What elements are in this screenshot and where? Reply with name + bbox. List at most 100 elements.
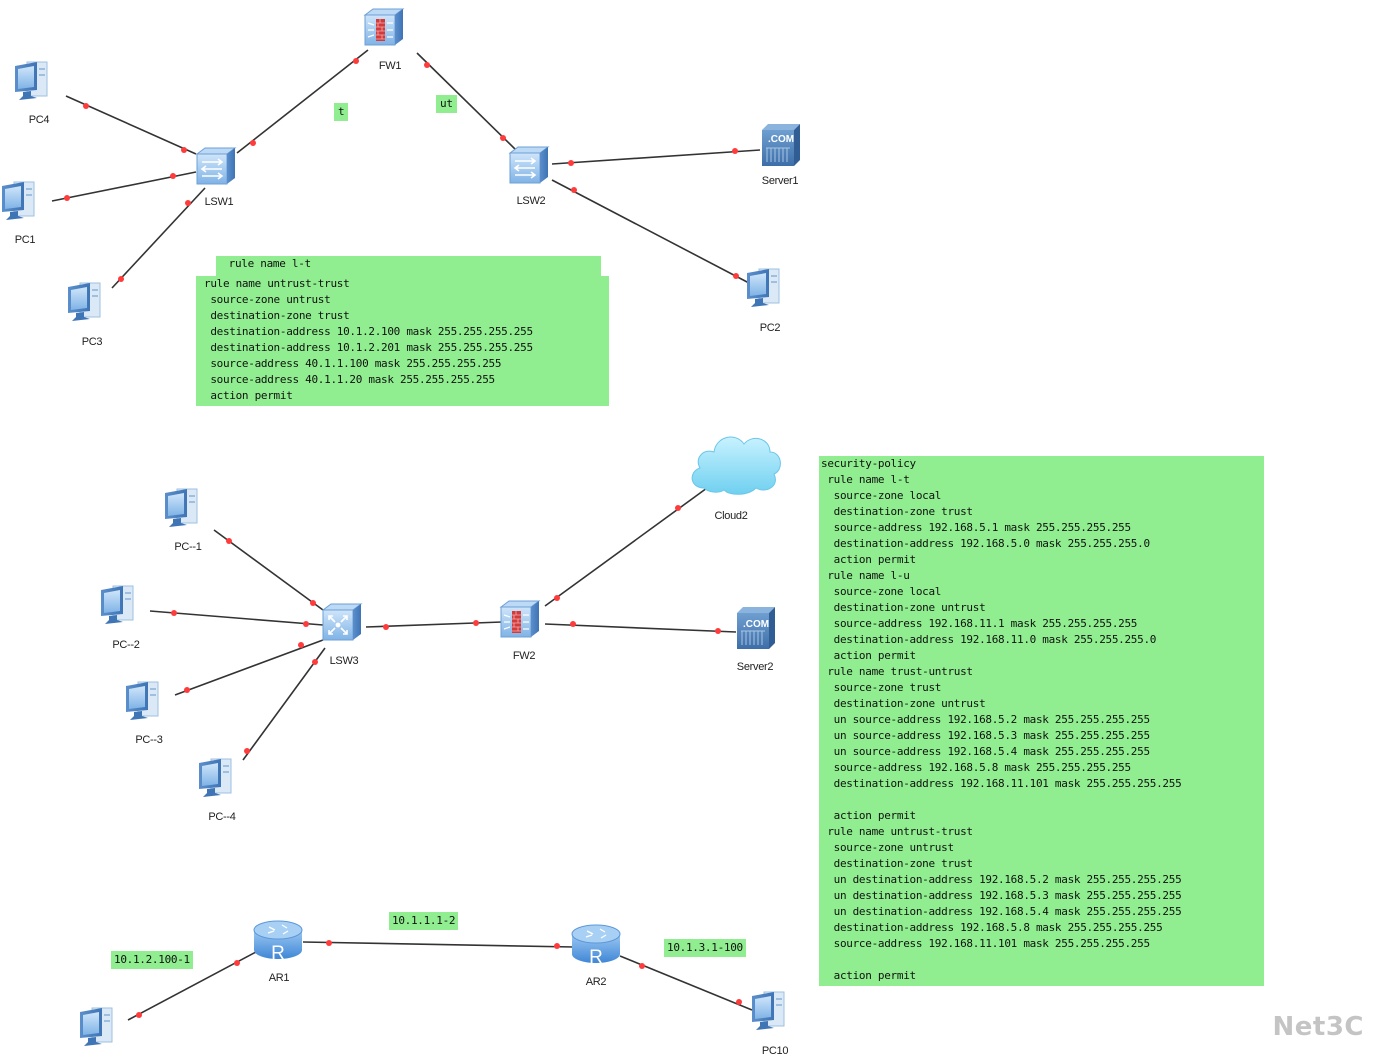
device-label: PC--2 (112, 639, 139, 651)
device-label: AR2 (586, 976, 607, 988)
link-lsw2-pc2 (551, 179, 750, 284)
link-ar1-ar2 (302, 941, 575, 948)
device-pc-4[interactable]: PC--4 (198, 758, 236, 823)
device-cloud2[interactable]: Cloud2 (691, 436, 781, 522)
device-label: LSW1 (205, 196, 234, 208)
device-pc-bottom-left[interactable] (79, 1007, 113, 1047)
device-fw2[interactable]: FW2 (500, 600, 540, 662)
device-pc-1[interactable]: PC--1 (164, 488, 202, 553)
device-pc10[interactable]: PC10 (751, 991, 789, 1056)
pc-icon (125, 681, 159, 721)
port-dot (675, 505, 681, 511)
port-dot (298, 642, 304, 648)
config-line: rule name untrust-trust (204, 277, 350, 290)
port-dot (326, 940, 332, 946)
port-dot (732, 148, 738, 154)
device-label: PC--4 (208, 811, 235, 823)
link-pc-1-lsw3 (213, 529, 324, 611)
config-line: action permit (821, 969, 917, 982)
config-line: un destination-address 192.168.5.4 mask … (821, 905, 1182, 918)
config-line: destination-zone trust (821, 505, 973, 518)
config-line: un source-address 192.168.5.4 mask 255.2… (821, 745, 1150, 758)
port-dot (64, 195, 70, 201)
config-line: source-address 192.168.5.8 mask 255.255.… (821, 761, 1131, 774)
config-line (821, 952, 1264, 968)
pc-icon (746, 268, 780, 308)
config-line: source-address 192.168.11.1 mask 255.255… (821, 617, 1138, 630)
link-lsw2-server1 (551, 149, 761, 165)
pc-icon (198, 758, 232, 798)
port-dot (303, 621, 309, 627)
config-line: destination-address 10.1.2.201 mask 255.… (204, 341, 533, 354)
device-ar1[interactable]: R AR1 (253, 920, 303, 984)
device-pc1[interactable]: PC1 (1, 181, 36, 246)
device-lsw2[interactable]: LSW2 (509, 146, 549, 207)
config-line: security-policy (821, 457, 916, 470)
config-line: source-zone untrust (821, 841, 954, 854)
port-dot (83, 103, 89, 109)
device-label: LSW3 (330, 655, 359, 667)
config-line: un source-address 192.168.5.3 mask 255.2… (821, 729, 1150, 742)
device-lsw3[interactable]: LSW3 (322, 603, 362, 667)
pc-icon (100, 585, 134, 625)
config-line: source-address 192.168.5.1 mask 255.255.… (821, 521, 1131, 534)
pc-icon (164, 488, 198, 528)
port-dot (570, 621, 576, 627)
device-fw1[interactable]: FW1 (364, 8, 404, 72)
device-lsw1[interactable]: LSW1 (196, 147, 236, 208)
cloud-icon (691, 436, 781, 495)
device-pc-3[interactable]: PC--3 (125, 681, 163, 746)
device-label: PC--1 (174, 541, 201, 553)
config-line: source-zone local (821, 585, 942, 598)
device-pc2[interactable]: PC2 (746, 268, 781, 334)
config-line: source-zone trust (821, 681, 942, 694)
server-com-text: .COM (743, 619, 769, 630)
switch-icon (196, 147, 236, 185)
firewall-icon (500, 600, 540, 638)
link-fw2-cloud2 (544, 487, 708, 607)
link-label-t: t (334, 103, 349, 121)
port-dot (184, 687, 190, 693)
note-untrust-trust-rule: rule name untrust-trust source-zone untr… (196, 276, 609, 406)
port-dot (736, 999, 742, 1005)
router-r-glyph: R (589, 947, 603, 968)
config-line: source-zone untrust (204, 293, 331, 306)
pc-icon (79, 1007, 113, 1047)
port-dot (234, 960, 240, 966)
config-line: action permit (821, 649, 917, 662)
port-dot (171, 610, 177, 616)
link-fw2-server2 (544, 623, 737, 633)
device-server1[interactable]: .COM Server1 (761, 123, 801, 187)
link-label-ar2-pc10: 10.1.3.1-100 (664, 939, 746, 957)
port-dot (715, 628, 721, 634)
link-pc-4-lsw3 (242, 647, 326, 761)
port-dot (181, 147, 187, 153)
config-line: action permit (821, 553, 917, 566)
config-line: destination-address 192.168.5.0 mask 255… (821, 537, 1150, 550)
device-label: FW2 (513, 650, 536, 662)
device-label: AR1 (269, 972, 290, 984)
port-dot (244, 748, 250, 754)
device-label: PC1 (15, 234, 36, 246)
device-label: FW1 (379, 60, 402, 72)
link-fw1-lsw2 (416, 52, 517, 151)
config-line: action permit (204, 389, 293, 402)
device-label: PC--3 (135, 734, 162, 746)
pc-icon (1, 181, 35, 221)
device-ar2[interactable]: R AR2 (571, 924, 621, 988)
device-label: Server2 (737, 661, 774, 673)
device-pc-2[interactable]: PC--2 (100, 585, 140, 651)
device-pc3[interactable]: PC3 (67, 282, 103, 348)
device-label: PC2 (760, 322, 781, 334)
server-icon (761, 123, 801, 167)
device-server2[interactable]: .COM Server2 (736, 606, 776, 673)
device-label: Server1 (762, 175, 799, 187)
device-pc4[interactable]: PC4 (14, 61, 50, 126)
port-dots (64, 58, 742, 1018)
router-r-glyph: R (271, 943, 285, 964)
config-line: rule name l-u (821, 569, 910, 582)
config-line: destination-zone untrust (821, 697, 986, 710)
config-line: source-address 40.1.1.100 mask 255.255.2… (204, 357, 502, 370)
port-dot (118, 276, 124, 282)
